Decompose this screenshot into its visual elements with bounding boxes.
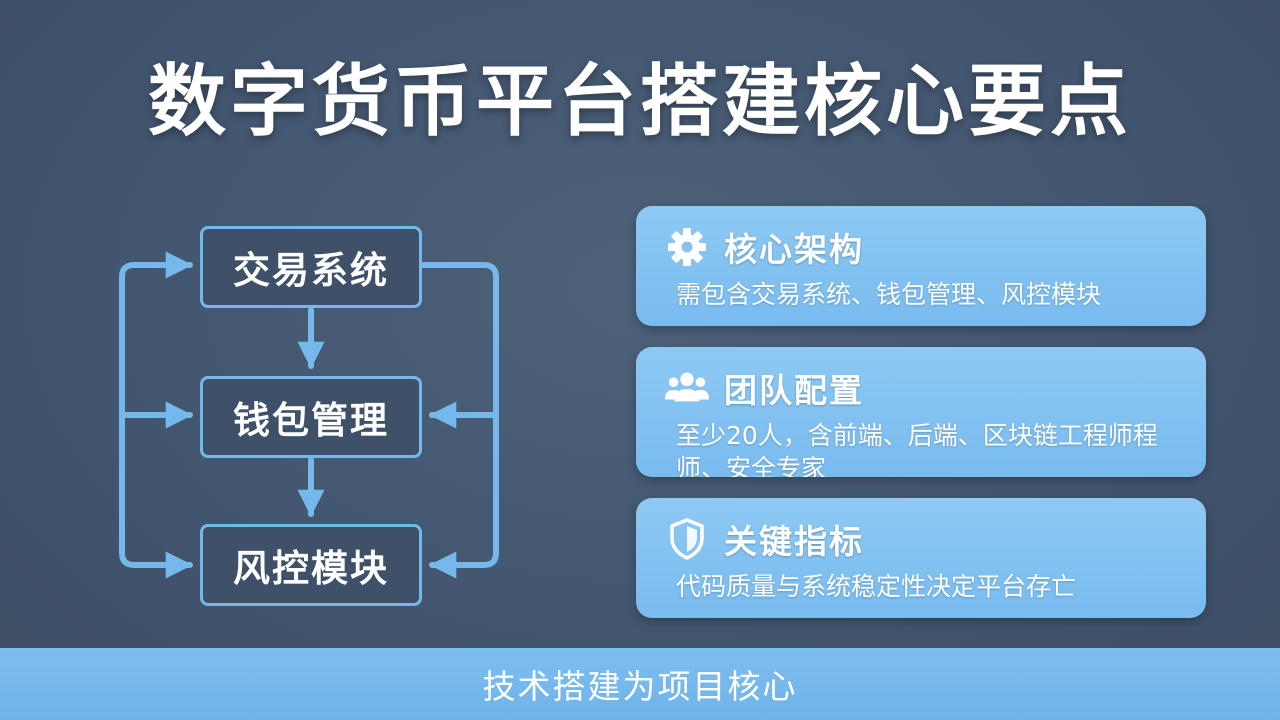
banner-text: 技术搭建为项目核心: [482, 667, 798, 706]
card-description: 至少20人，含前端、后端、区块链工程师程师、安全专家: [676, 421, 1158, 477]
card-description: 需包含交易系统、钱包管理、风控模块: [676, 280, 1102, 309]
flow-node-trading-system: 交易系统: [200, 226, 422, 308]
bottom-banner: 技术搭建为项目核心: [0, 648, 1280, 720]
card-key-metrics: 关键指标 代码质量与系统稳定性决定平台存亡: [636, 498, 1206, 618]
flow-node-wallet-management: 钱包管理: [200, 376, 422, 458]
card-title: 核心架构: [724, 230, 864, 269]
shield-icon: [664, 516, 710, 562]
flow-node-risk-control: 风控模块: [200, 524, 422, 606]
card-core-architecture: 核心架构 需包含交易系统、钱包管理、风控模块: [636, 206, 1206, 326]
gear-icon: [664, 224, 710, 270]
card-title: 团队配置: [724, 371, 864, 410]
card-team-config: 团队配置 至少20人，含前端、后端、区块链工程师程师、安全专家: [636, 347, 1206, 477]
team-icon: [664, 365, 710, 411]
card-title: 关键指标: [724, 522, 864, 561]
card-description: 代码质量与系统稳定性决定平台存亡: [676, 572, 1077, 601]
page-title: 数字货币平台搭建核心要点: [147, 57, 1132, 147]
